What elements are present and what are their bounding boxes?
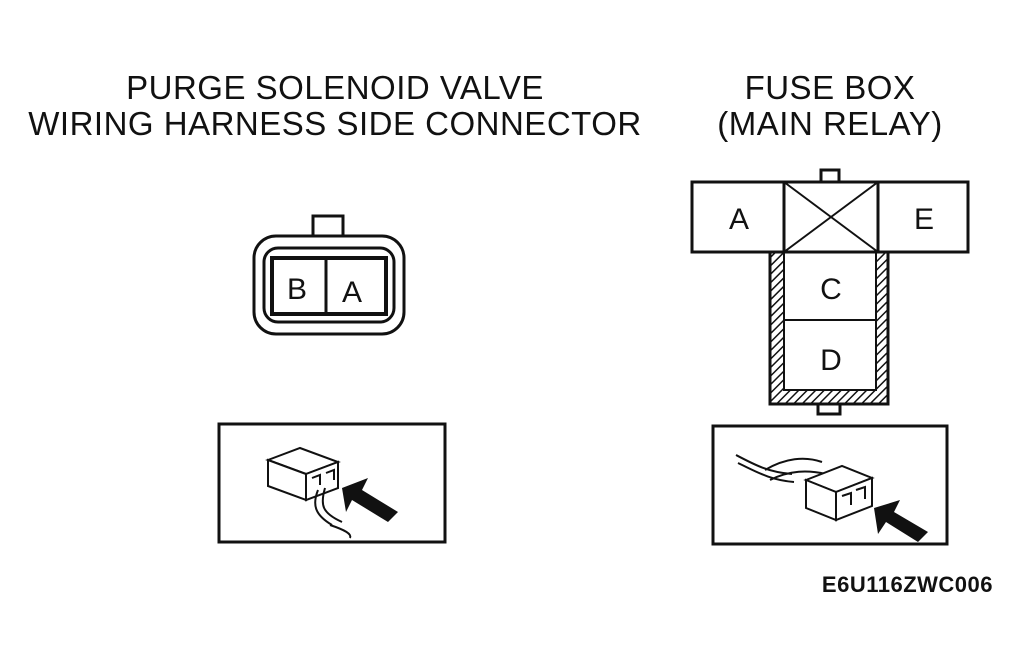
pin-label-a: A [342,276,362,309]
pin-label-d: D [820,344,842,377]
right-title-line1: FUSE BOX [744,69,916,106]
fuse-box-relay-socket [690,168,970,416]
relay-probe-inset [711,424,949,546]
relay-top-tab [819,168,841,184]
left-title-line1: PURGE SOLENOID VALVE [126,69,544,106]
harness-probe-inset [217,422,447,544]
empty-cavity-cross [783,181,879,253]
connector-inner-housing [262,246,396,324]
pin-label-b: B [287,273,307,306]
connector-outer-housing [252,234,406,336]
pin-label-a: A [729,203,749,236]
relay-bottom-tab [816,402,842,416]
figure-code: E6U116ZWC006 [821,572,993,597]
pin-label-e: E [914,203,934,236]
fuse-box-title: FUSE BOX (MAIN RELAY) [690,70,970,142]
right-title-line2: (MAIN RELAY) [717,105,943,142]
insertion-arrow-icon [342,478,398,522]
relay-connector-illustration [735,454,875,522]
purge-solenoid-connector [252,214,406,336]
insertion-arrow-icon [874,500,928,542]
harness-connector-illustration [265,446,352,539]
purge-solenoid-connector-title: PURGE SOLENOID VALVE WIRING HARNESS SIDE… [20,70,650,142]
connector-lock-tab [311,214,345,238]
connector-terminal-frame [270,256,388,316]
left-title-line2: WIRING HARNESS SIDE CONNECTOR [28,105,642,142]
pin-label-c: C [820,273,842,306]
